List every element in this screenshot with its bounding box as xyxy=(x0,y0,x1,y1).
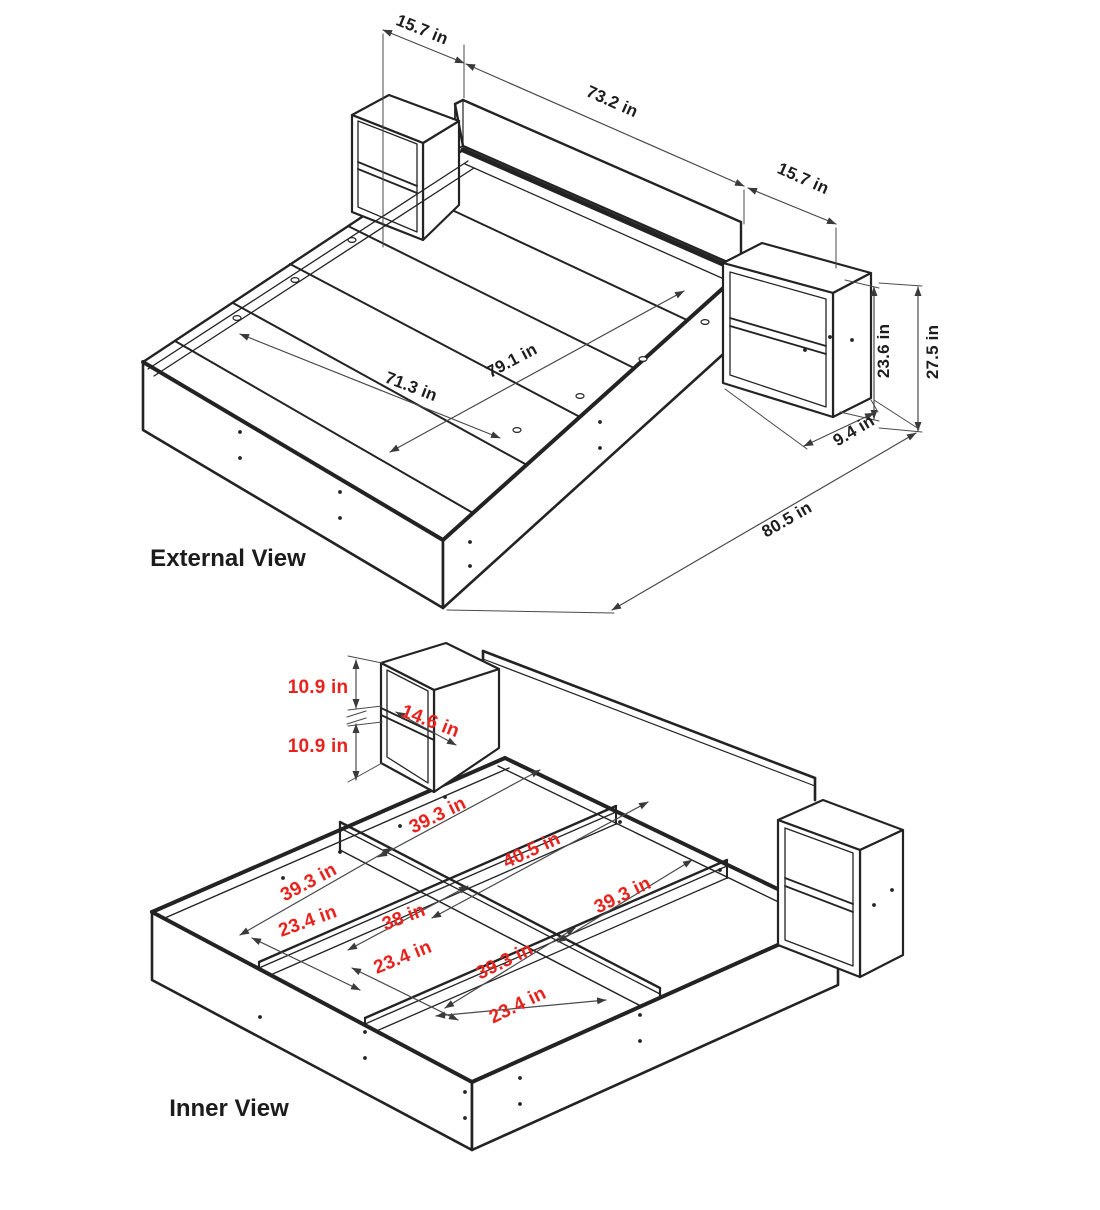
dim-cubby-bottom-height: 10.9 in xyxy=(287,736,349,757)
inner-view-drawing xyxy=(150,641,905,1152)
inner-bed-box xyxy=(150,756,840,1152)
external-dimension-lines xyxy=(239,29,923,614)
dim-overall-height: 27.5 in xyxy=(923,324,942,380)
inner-headboard xyxy=(481,649,840,920)
dim-cubby-top-height: 10.9 in xyxy=(287,677,349,698)
left-nightstand xyxy=(350,93,461,242)
dim-nightstand-height: 23.6 in xyxy=(874,323,893,379)
inner-dimension-lines xyxy=(239,655,693,1021)
right-nightstand xyxy=(721,241,873,419)
inner-view-title: Inner View xyxy=(169,1095,289,1122)
face-dots xyxy=(258,1013,642,1120)
external-view-title: External View xyxy=(150,545,306,572)
inner-right-nightstand xyxy=(776,798,905,979)
external-view-drawing xyxy=(141,29,923,614)
